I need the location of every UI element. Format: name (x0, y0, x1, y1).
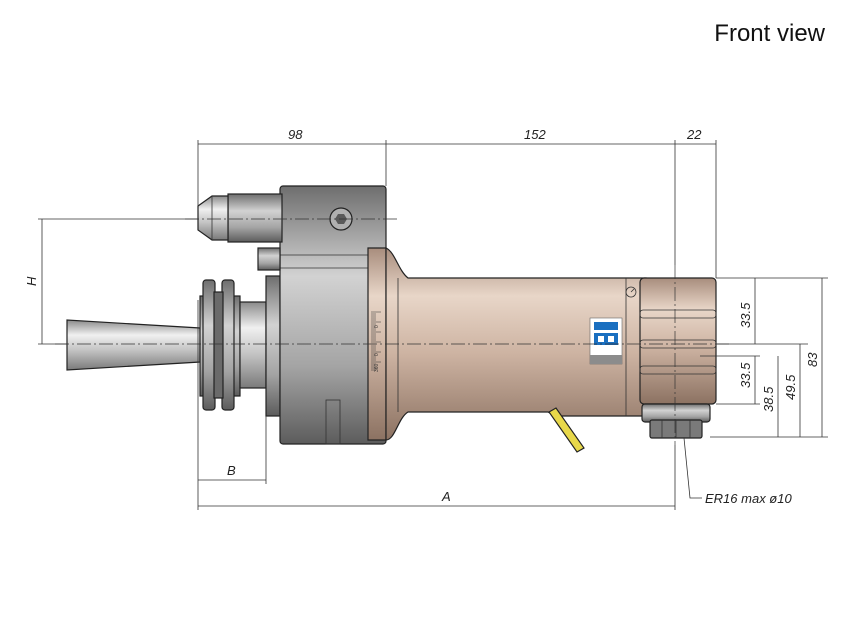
dim-right-4: 49.5 (783, 374, 798, 400)
center-lines (55, 218, 730, 445)
taper-shank (66, 319, 201, 371)
collet-nut (641, 403, 711, 439)
stop-block (197, 193, 283, 243)
dim-right-2: 33.5 (738, 362, 753, 388)
view-title: Front view (714, 20, 825, 47)
dim-right-1: 33.5 (738, 302, 753, 328)
dim-offset-b: B (227, 463, 236, 478)
locking-pin (548, 407, 585, 453)
collet-callout: ER16 max ø10 (705, 491, 792, 506)
dim-length-a: A (441, 489, 451, 504)
dim-top-3: 22 (686, 127, 702, 142)
brand-logo-icon (589, 317, 623, 365)
svg-text:0: 0 (374, 353, 380, 356)
svg-text:360: 360 (374, 363, 380, 372)
head-block (639, 277, 717, 405)
gauge-icon (625, 286, 637, 298)
dimension-labels: 98 152 22 H B A 33.5 33.5 38.5 49.5 83 E… (24, 127, 820, 506)
svg-text:0: 0 (374, 325, 380, 328)
flange (199, 279, 267, 411)
dimension-lines (38, 140, 828, 510)
dim-right-5: 83 (805, 352, 820, 367)
dim-height-h: H (24, 276, 39, 286)
dim-right-3: 38.5 (761, 386, 776, 412)
dim-top-2: 152 (524, 127, 546, 142)
dim-top-1: 98 (288, 127, 303, 142)
